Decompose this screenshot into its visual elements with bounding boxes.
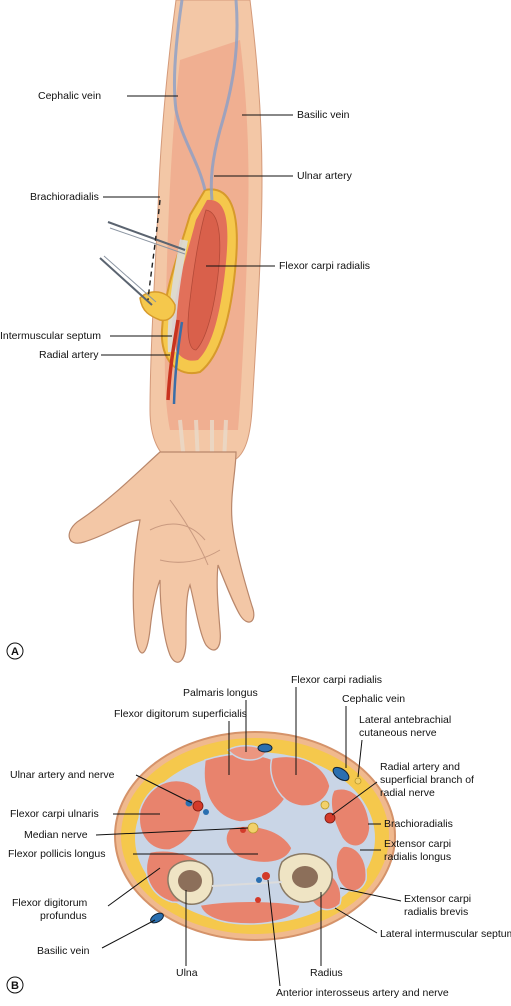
muscle-fpl: [225, 825, 293, 864]
surface-vein-1: [172, 0, 207, 191]
label-b-fpl: Flexor pollicis longus: [8, 848, 105, 860]
label-b-ecrb-1: Extensor carpi: [404, 893, 471, 905]
label-b-anterior-interosseus: Anterior interosseus artery and nerve: [276, 987, 449, 999]
panel-a-illustration: [68, 0, 263, 663]
label-b-ecrb-2: radialis brevis: [404, 906, 468, 918]
label-brachioradialis: Brachioradialis: [30, 191, 99, 203]
label-b-median-nerve: Median nerve: [24, 829, 88, 841]
panel-b-letter-circle: [6, 976, 24, 994]
incision-dashed-line: [147, 199, 161, 301]
retractor-2b: [103, 255, 157, 303]
muscle-brachioradialis: [330, 788, 371, 848]
median-nerve-b: [247, 822, 259, 834]
label-b-ecrl-1: Extensor carpi: [384, 838, 451, 850]
anterior-interosseus-artery: [262, 872, 270, 880]
anterior-interosseus-nerve: [256, 877, 262, 883]
surface-vein-2: [209, 0, 239, 201]
lateral-antebrachial-nerve-dot: [354, 777, 362, 785]
label-b-lateral-antebrachial-2: cutaneous nerve: [359, 727, 437, 739]
leader-b-fdp: [107, 867, 161, 907]
panel-b-labels: Flexor carpi radialis Palmaris longus Ce…: [6, 674, 511, 999]
muscle-extensors-posterior: [199, 900, 301, 925]
label-b-ulnar-artery-nerve: Ulnar artery and nerve: [10, 769, 115, 781]
label-b-flexor-carpi-radialis: Flexor carpi radialis: [291, 674, 382, 686]
leader-b-median: [95, 827, 249, 836]
label-basilic-vein: Basilic vein: [297, 109, 350, 121]
panel-a-letter: A: [11, 646, 19, 658]
superficial-radial-nerve: [320, 800, 330, 810]
label-b-lateral-intermuscular-septum: Lateral intermuscular septum: [380, 928, 511, 940]
radial-artery-vessel-b: [324, 812, 336, 824]
label-b-lateral-antebrachial-1: Lateral antebrachial: [359, 714, 451, 726]
leader-b-anterior-interosseus: [267, 879, 281, 987]
label-b-radius: Radius: [310, 967, 343, 979]
palm-creases: [149, 499, 221, 566]
flexor-carpi-radialis-muscle: [187, 209, 221, 351]
panel-b-illustration: [114, 731, 396, 941]
interosseous-membrane: [211, 881, 283, 887]
cephalic-vein-vessel: [332, 766, 350, 782]
label-b-radial-artery-2: superficial branch of: [380, 774, 474, 786]
label-b-fdp-1: Flexor digitorum: [12, 897, 88, 909]
hand-skin: [68, 451, 255, 663]
retractor-2: [99, 257, 153, 306]
radial-artery-vessel: [166, 319, 180, 401]
label-b-flexor-carpi-ulnaris: Flexor carpi ulnaris: [10, 808, 99, 820]
label-b-cephalic-vein: Cephalic vein: [342, 693, 405, 705]
label-cephalic-vein: Cephalic vein: [38, 90, 101, 102]
ulna-marrow: [178, 870, 202, 892]
panel-b-letter: B: [11, 980, 19, 992]
label-b-basilic-vein: Basilic vein: [37, 945, 90, 957]
retractor-1: [107, 221, 186, 251]
ulnar-artery-vessel: [192, 800, 204, 812]
label-ulnar-artery: Ulnar artery: [297, 170, 353, 182]
retractor-1b: [109, 227, 186, 255]
ulnar-nerve: [185, 799, 193, 807]
leader-b-radial-artery: [331, 781, 378, 816]
label-b-ecrl-2: radialis longus: [384, 851, 451, 863]
label-b-radial-artery-3: radial nerve: [380, 787, 435, 799]
label-b-radial-artery-1: Radial artery and: [380, 761, 460, 773]
label-b-brachioradialis: Brachioradialis: [384, 818, 453, 830]
panel-a-letter-circle: [6, 642, 24, 660]
wrist-tendons: [178, 419, 228, 463]
leader-b-lis: [334, 907, 378, 934]
superficial-vein-top: [257, 743, 273, 753]
panel-a-labels: Cephalic vein Basilic vein Ulnar artery …: [0, 90, 370, 660]
label-b-palmaris-longus: Palmaris longus: [183, 687, 258, 699]
label-b-ulna: Ulna: [176, 967, 198, 979]
ulnar-vein-small: [203, 809, 209, 815]
posterior-vessel: [255, 897, 261, 903]
label-flexor-carpi-radialis: Flexor carpi radialis: [279, 260, 370, 272]
label-b-fds: Flexor digitorum superficialis: [114, 708, 247, 720]
leader-b-ulnar: [135, 774, 193, 804]
muscle-fcr: [270, 755, 331, 807]
leader-b-ecrb: [339, 887, 402, 902]
radial-vein-vessel: [172, 321, 184, 405]
radius-marrow: [292, 866, 318, 888]
label-intermuscular-septum: Intermuscular septum: [0, 330, 101, 342]
label-radial-artery: Radial artery: [39, 349, 99, 361]
leader-b-basilic: [101, 919, 156, 949]
leader-b-lateral-antebrachial: [357, 739, 363, 778]
label-b-fdp-2: profundus: [40, 910, 87, 922]
